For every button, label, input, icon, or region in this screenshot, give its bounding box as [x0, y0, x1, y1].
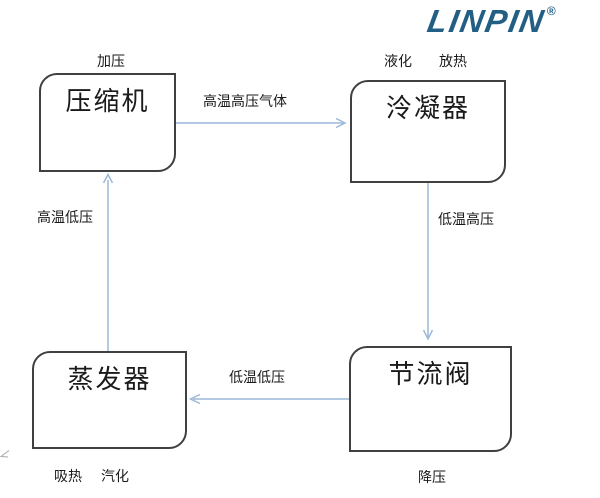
node-evaporator: 蒸发器 — [32, 351, 187, 449]
node-condenser: 泠凝器 — [350, 80, 506, 183]
arrow-evaporator-to-compressor-icon — [102, 172, 114, 351]
node-throttle-label: 节流阀 — [388, 360, 473, 390]
arrow-throttle-to-evaporator-icon — [188, 393, 349, 405]
arrow-compressor-to-condenser-icon — [176, 117, 347, 129]
stray-edge-mark — [0, 450, 10, 458]
node-compressor: 压缩机 — [39, 73, 176, 172]
flow-label-low-temp-low-pressure: 低温低压 — [229, 370, 285, 386]
flow-label-low-temp-high-pressure: 低温高压 — [438, 212, 494, 228]
node-condenser-label: 泠凝器 — [385, 94, 470, 124]
registered-trademark-icon: ® — [546, 4, 556, 18]
arrow-condenser-to-throttle-icon — [422, 183, 434, 341]
flow-label-high-temp-low-pressure: 高温低压 — [37, 210, 93, 226]
brand-logo: LINPIN® — [425, 3, 556, 39]
annotation-liquefy: 液化 — [384, 54, 412, 70]
annotation-absorb-heat: 吸热 — [54, 469, 82, 485]
node-throttle: 节流阀 — [349, 346, 512, 452]
annotation-pressurize: 加压 — [97, 54, 125, 70]
annotation-reduce-pressure: 降压 — [418, 470, 446, 486]
node-compressor-label: 压缩机 — [65, 87, 150, 117]
annotation-vaporize: 汽化 — [101, 469, 129, 485]
annotation-release-heat: 放热 — [439, 54, 467, 70]
node-evaporator-label: 蒸发器 — [67, 365, 152, 395]
flow-label-high-temp-high-pressure-gas: 高温高压气体 — [203, 94, 287, 110]
